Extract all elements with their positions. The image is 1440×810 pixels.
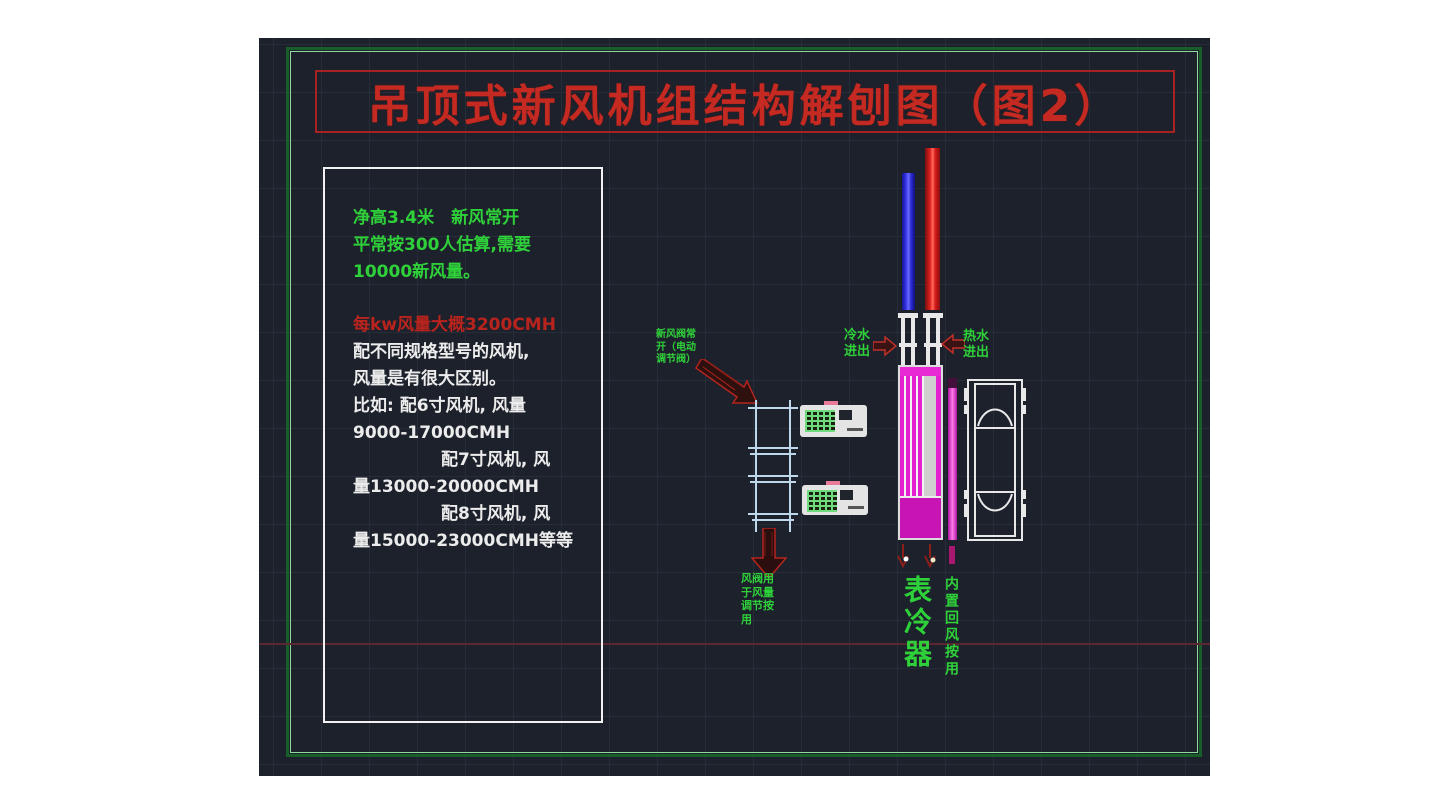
note-line: 风量是有很大区别。 — [353, 369, 506, 389]
note-line: 9000-17000CMH — [353, 423, 511, 443]
valve-line3: 调节阀） — [656, 354, 696, 365]
hot-water-label: 热水进出 — [963, 329, 989, 361]
note-line: 比如: 配6寸风机, 风量 — [353, 396, 526, 416]
coil-edge — [936, 367, 941, 538]
return-air-label: 内置回风按用 — [943, 576, 959, 678]
note-line: 量15000-23000CMH等等 — [353, 531, 573, 551]
layout-line — [259, 643, 1210, 645]
motor-slot — [847, 428, 863, 431]
page-title: 吊顶式新风机组结构解刨图（图2） — [367, 80, 1123, 132]
note-line: 配不同规格型号的风机, — [353, 342, 530, 362]
hot-water-line2: 进出 — [963, 345, 990, 360]
fresh-air-valve-label: 新风阀常开（电动调节阀） — [656, 329, 696, 367]
valve-line1: 新风阀常 — [656, 329, 696, 340]
notes-box: 净高3.4米 新风常开 平常按300人估算,需要 10000新风量。 每kw风量… — [323, 167, 603, 723]
note-line: 每kw风量大概3200CMH — [353, 315, 556, 335]
cooling-coil — [898, 365, 943, 540]
pipe-stub-left — [898, 313, 918, 367]
diagonal-arrow-icon — [695, 359, 759, 404]
note-line: 平常按300人估算,需要 — [353, 235, 531, 255]
fan-motor-top — [800, 401, 867, 437]
strip-tail — [949, 546, 955, 564]
strip-cap — [948, 378, 957, 388]
drawing-frame — [286, 47, 1202, 757]
note-line: 配7寸风机, 风 — [441, 450, 551, 470]
damper-line3: 调节按 — [741, 599, 774, 612]
motor-slot — [848, 506, 864, 509]
motor-winding — [805, 410, 835, 432]
hot-water-pipe — [925, 148, 940, 310]
cold-water-line1: 冷水 — [844, 328, 871, 343]
cold-water-arrow-icon — [873, 335, 897, 357]
drawing-frame-inner-line — [290, 51, 1198, 753]
chilled-water-pipe — [902, 173, 915, 310]
surface-cooler-label: 表冷器 — [900, 575, 933, 671]
motor-tick — [826, 481, 840, 485]
down-arrow-icon — [751, 528, 787, 580]
fan-housing — [964, 379, 1026, 541]
damper-line1: 风阀用 — [741, 572, 774, 585]
title-box: 吊顶式新风机组结构解刨图（图2） — [315, 70, 1175, 133]
motor-notch — [839, 410, 852, 420]
coil-side-strip — [948, 378, 957, 540]
note-line: 量13000-20000CMH — [353, 477, 539, 497]
cad-canvas: 吊顶式新风机组结构解刨图（图2） 净高3.4米 新风常开 平常按300人估算,需… — [259, 38, 1210, 776]
cold-water-line2: 进出 — [844, 344, 871, 359]
hot-water-line1: 热水 — [963, 329, 990, 344]
fan-motor-bottom — [802, 481, 868, 515]
damper-line4: 用 — [741, 612, 752, 626]
note-line: 配8寸风机, 风 — [441, 504, 551, 524]
damper-note-label: 风阀用于风量调节按用 — [741, 572, 774, 626]
coil-cap — [900, 367, 941, 376]
note-line: 10000新风量。 — [353, 262, 481, 282]
motor-notch — [840, 490, 853, 500]
hot-water-arrow-icon — [941, 333, 965, 355]
cold-water-label: 冷水进出 — [844, 328, 870, 360]
valve-line2: 开（电动 — [656, 341, 696, 353]
pipe-stub-right — [923, 313, 943, 367]
note-line: 净高3.4米 新风常开 — [353, 208, 520, 228]
damper-line2: 于风量 — [741, 585, 774, 599]
motor-winding — [807, 490, 837, 512]
filter-frame — [748, 400, 798, 532]
coil-header — [900, 496, 941, 538]
drain-marks — [897, 544, 936, 569]
motor-tick — [824, 401, 838, 405]
